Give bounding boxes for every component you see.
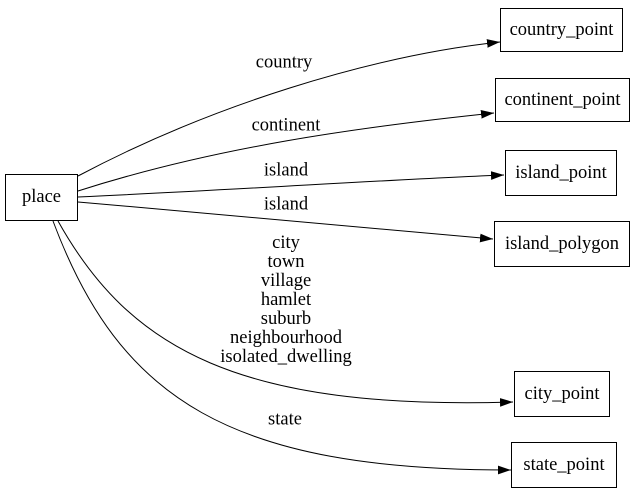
edge-label-city-point: city town village hamlet suburb neighbou… <box>220 234 352 367</box>
edge-label-state: state <box>268 409 302 430</box>
edge-place-continent_point <box>77 110 495 192</box>
edge-label-island-polygon: island <box>263 194 309 215</box>
edge-label-island-point: island <box>263 160 309 181</box>
edge-place-city_point <box>57 220 514 407</box>
node-country-point: country_point <box>500 8 623 52</box>
edge-label-line: village <box>260 271 312 291</box>
edge-label-line: hamlet <box>260 290 312 310</box>
edge-place-island_point <box>77 171 505 198</box>
edge-label-line: isolated_dwelling <box>220 347 352 367</box>
edge-place-island_polygon <box>77 201 494 243</box>
node-island-point: island_point <box>505 150 617 196</box>
edge-place-state_point <box>52 220 512 475</box>
node-place: place <box>5 174 78 221</box>
edge-label-line: suburb <box>260 309 312 329</box>
edge-label-line: town <box>267 252 305 272</box>
edge-label-line: city <box>272 233 300 253</box>
node-state-point: state_point <box>511 442 617 488</box>
node-continent-point: continent_point <box>495 78 630 122</box>
edge-place-country_point <box>77 39 501 177</box>
edge-label-country: country <box>255 52 313 73</box>
node-island-polygon: island_polygon <box>494 221 630 267</box>
edge-label-line: neighbourhood <box>229 328 343 348</box>
edge-label-continent: continent <box>251 115 321 136</box>
node-city-point: city_point <box>514 371 610 417</box>
